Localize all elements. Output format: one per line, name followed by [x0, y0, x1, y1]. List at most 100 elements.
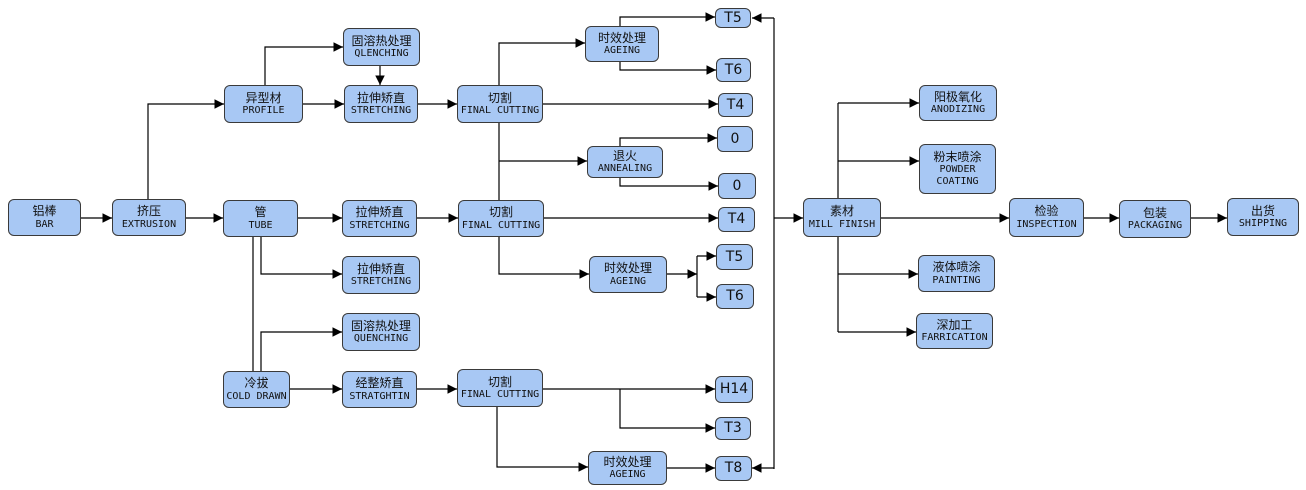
node-label-zh: 管 [254, 205, 267, 220]
node-label-en: EXTRUSION [121, 218, 177, 230]
node-h14: H14 [715, 376, 753, 403]
node-label-en: QUENCHING [353, 333, 409, 345]
arrow-connector [619, 133, 717, 146]
node-label-en: TUBE [248, 219, 273, 231]
node-label-en: PROFILE [242, 105, 285, 117]
node-label-en: FINAL CUTTING [461, 219, 541, 231]
node-label-en: STRETCHING [350, 105, 412, 117]
node-label-en: T4 [726, 96, 745, 113]
node-label-zh: 阳极氧化 [933, 89, 982, 104]
node-label-en: AGEING [609, 275, 647, 287]
node-label-en: MILL FINISH [808, 218, 876, 230]
node-label-en: FINAL CUTTING [460, 105, 540, 117]
node-label-zh: 时效处理 [597, 30, 646, 45]
node-label-en: BAR [35, 218, 54, 230]
arrow-connector [496, 407, 588, 472]
node-label-en: QLENCHING [354, 48, 409, 60]
node-label-zh: 切割 [487, 90, 512, 105]
node-label-zh: 时效处理 [603, 454, 652, 469]
node-label-en: T4 [727, 211, 746, 228]
node-label-zh: 检验 [1034, 204, 1059, 219]
node-label-en: STRATGHTIN [349, 390, 410, 402]
node-label-zh: 拉伸矫直 [355, 205, 404, 220]
node-label-en: 0 [732, 177, 742, 194]
arrow-connector [619, 62, 716, 75]
node-label-en: PAINTING [932, 274, 981, 286]
node-label-en: H14 [719, 381, 749, 398]
arrow-connector [260, 327, 342, 371]
node-label-zh: 铝棒 [32, 204, 57, 219]
node-label-en: T6 [724, 61, 743, 78]
node-label-zh: 拉伸矫直 [356, 261, 405, 276]
arrow-connector [260, 237, 342, 279]
node-label-en: SHIPPING [1238, 218, 1288, 230]
arrow-connector [498, 237, 589, 279]
node-label-zh: 退火 [612, 148, 637, 163]
node-label-en: T3 [724, 420, 742, 437]
arrow-connector [498, 38, 585, 85]
node-label-zh: 深加工 [936, 317, 973, 332]
node-label-zh: 固溶热处理 [350, 318, 411, 333]
arrow-connector [619, 389, 715, 433]
node-label-zh: 液体喷涂 [932, 260, 981, 275]
arrow-connector [264, 42, 343, 85]
arrow-connector [619, 12, 715, 26]
node-label-en: PACKAGING [1127, 220, 1183, 232]
node-t8: T8 [715, 456, 752, 481]
arrow-connector [147, 99, 224, 199]
node-label-zh: 切割 [488, 205, 513, 220]
node-label-zh: 出货 [1250, 203, 1275, 218]
node-label-zh: 冷拔 [244, 376, 269, 391]
node-label-en: STRETCHING [350, 276, 412, 288]
node-label-en: AGEING [603, 45, 641, 57]
node-t3: T3 [715, 417, 751, 440]
node-label-en: AGEING [609, 469, 646, 481]
node-label-zh: 拉伸矫直 [356, 90, 405, 105]
node-label-en: STRETCHING [349, 219, 410, 231]
node-o2: 0 [718, 173, 756, 199]
node-label-zh: 素材 [829, 204, 854, 219]
node-label-en: ANODIZING [930, 104, 986, 116]
node-label-zh: 时效处理 [603, 261, 652, 276]
node-t6a: T6 [716, 58, 751, 82]
arrow-connector [619, 178, 718, 191]
node-label-en: COLD DRAWN [226, 390, 287, 402]
node-label-zh: 包装 [1142, 205, 1167, 220]
node-label-en: POWDER COATING [936, 164, 979, 188]
node-t6b: T6 [716, 284, 754, 309]
node-t5a: T5 [715, 8, 751, 28]
node-label-en: 0 [730, 130, 740, 147]
node-label-en: INSPECTION [1016, 218, 1077, 230]
node-label-zh: 粉末喷涂 [933, 149, 982, 164]
node-t5b: T5 [716, 244, 753, 270]
node-o1: 0 [717, 126, 753, 152]
node-label-en: ANNEALING [597, 163, 653, 175]
node-label-zh: 经整矫直 [355, 376, 404, 391]
node-label-zh: 挤压 [136, 204, 161, 219]
node-label-zh: 固溶热处理 [351, 33, 412, 48]
